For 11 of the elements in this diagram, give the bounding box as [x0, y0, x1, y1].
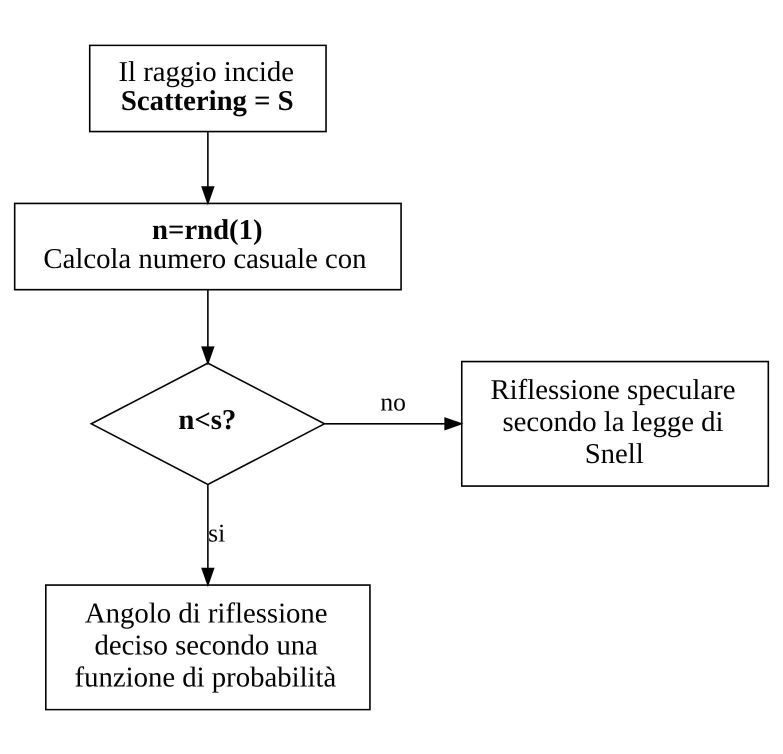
node-box: n=rnd(1) Calcola numero casuale con	[14, 202, 402, 290]
arrow	[201, 132, 215, 205]
edge-label: si	[208, 518, 226, 548]
arrow	[201, 289, 215, 366]
edge-label: no	[380, 387, 406, 416]
arrow	[324, 416, 464, 430]
node-box: Il raggio incide Scattering = S	[88, 44, 327, 132]
node-box: Riflessione speculare secondo la legge di Snell	[460, 360, 770, 486]
arrow	[201, 484, 215, 586]
node-diamond: n<s?	[90, 362, 326, 485]
node-box: Angolo di riflessione deciso secondo una funzione di probabilità	[45, 584, 371, 710]
